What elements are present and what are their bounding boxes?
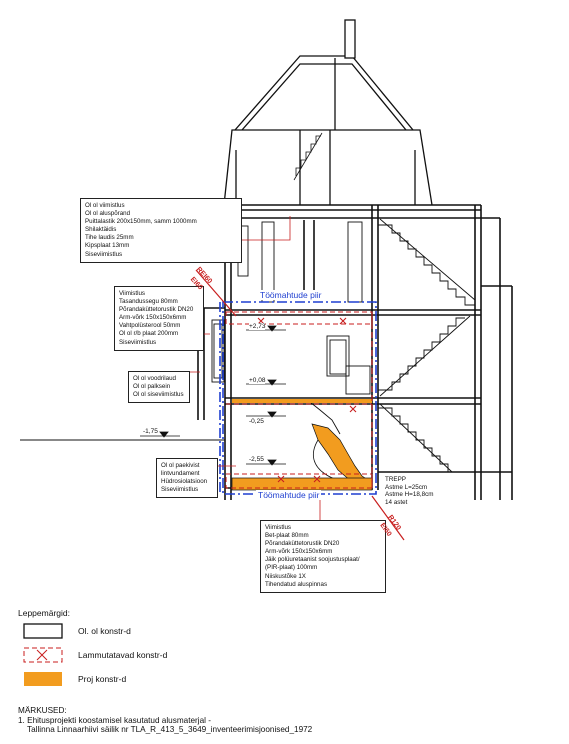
base-note-line: Ol ol paekivist — [161, 462, 200, 469]
legend-label-new: Proj konstr-d — [78, 674, 127, 684]
floor-slabs — [20, 204, 512, 489]
legend-label-existing: Ol. ol konstr-d — [78, 626, 131, 636]
stair-note-line: Astme L=25cm — [385, 483, 428, 491]
level-label: -1,75 — [143, 428, 158, 435]
base-note-line: Hüdrosiolatsioon — [161, 478, 208, 486]
legend-title: Leppemärgid: — [18, 608, 70, 618]
stair-note-line: Astme H=18,8cm — [385, 491, 434, 499]
new-mid-floor — [232, 399, 372, 403]
level-label: -2,55 — [249, 456, 264, 463]
wall-note-line: Ol ol siseviimistlus — [133, 391, 184, 399]
new-spiral-stair — [309, 401, 369, 485]
work-zone-label-bottom: Töömahtude piir — [256, 490, 322, 500]
demolition-markers — [225, 311, 373, 489]
level-label: -0,25 — [249, 418, 264, 425]
slab-note-line: (PIR-plaat) 100mm — [265, 564, 318, 572]
slab-note-line: Bet-plaat 80mm — [265, 532, 309, 540]
floor-note-line: Viimistlus — [119, 290, 146, 297]
legend-symbols — [23, 623, 63, 686]
fire-separation-lines — [195, 269, 405, 541]
main-stair — [378, 218, 476, 473]
slab-note-line: Jäik polüuretaanist soojustusplaat/ — [265, 556, 360, 564]
stair-note-line: 14 astet — [385, 498, 408, 506]
floor-construction-note: Viimistlus Tasandussegu 80mm Põrandakütt… — [114, 286, 204, 351]
legend-label-demolish: Lammutatavad konstr-d — [78, 650, 168, 660]
stair-note: TREPP Astme L=25cm Astme H=18,8cm 14 ast… — [385, 476, 433, 506]
wall-construction-note: Ol ol voodrilaud Ol ol palksein Ol ol si… — [128, 371, 190, 404]
slab-note-line: Tihendatud aluspinnas — [265, 580, 328, 588]
slab-note-line: Arm-võrk 150x150x6mm — [265, 548, 333, 556]
floor-note-line: Põrandaküttetorustik DN20 — [119, 306, 194, 314]
wall-note-line: Ol ol palksein — [133, 383, 171, 391]
work-zone-label-top: Töömahtude piir — [258, 290, 324, 300]
remarks-line: Tallinna Linnaarhiivi säilik nr TLA_R_41… — [27, 725, 313, 735]
foundation-note: Ol ol paekivist lintvundament Hüdrosiola… — [156, 458, 218, 499]
slab-note-line: Põrandaküttetorustik DN20 — [265, 540, 340, 548]
roof-note-line: Kipsplaat 13mm — [85, 242, 130, 250]
base-note-line: Siseviimistlus — [161, 486, 199, 494]
level-label: +2,73 — [249, 323, 266, 330]
stair-note-line: TREPP — [385, 476, 406, 483]
level-markers — [140, 325, 286, 466]
roof-note-line: Shilaktäidis — [85, 226, 117, 234]
floor-note-line: Siseviimistlus — [119, 338, 157, 346]
attic-stair — [293, 132, 323, 181]
slab-note-line: Viimistlus — [265, 524, 292, 531]
roof-note-line: Puittalastik 200x150mm, samm 1000mm — [85, 218, 197, 226]
remarks-title: MÄRKUSED: — [18, 706, 67, 715]
roof-note-line: Ol ol viimistlus — [85, 202, 125, 209]
roof-construction-note: Ol ol viimistlus Ol ol aluspõrand Puitta… — [80, 198, 242, 263]
level-label: +0,08 — [249, 377, 266, 384]
wall-note-line: Ol ol voodrilaud — [133, 375, 176, 382]
roof-note-line: Tihe laudis 25mm — [85, 234, 134, 242]
roof-note-line: Ol ol aluspõrand — [85, 210, 131, 218]
remarks-block: MÄRKUSED: 1. Ehitusprojekti koostamisel … — [18, 706, 312, 735]
base-note-line: lintvundament — [161, 470, 200, 478]
ground-slab-note: Viimistlus Bet-plaat 80mm Põrandakütteto… — [260, 520, 386, 593]
roof-note-line: Siseviimistlus — [85, 250, 123, 258]
roof — [223, 19, 433, 206]
floor-note-line: Ol ol r/b plaat 200mm — [119, 330, 179, 338]
walls — [197, 205, 513, 500]
remarks-line: 1. Ehitusprojekti koostamisel kasutatud … — [18, 715, 211, 725]
floor-note-line: Vahtpolüsterool 50mm — [119, 322, 181, 330]
floor-note-line: Arm-võrk 150x150x6mm — [119, 314, 187, 322]
floor-note-line: Tasandussegu 80mm — [119, 298, 178, 306]
slab-note-line: Niiskustõke 1X — [265, 572, 306, 580]
